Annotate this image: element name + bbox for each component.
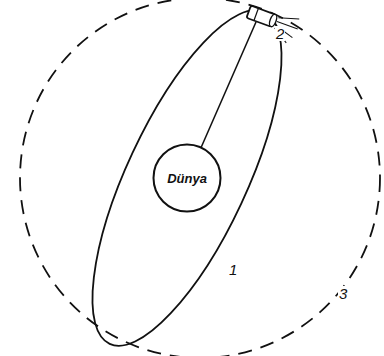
- earth-circle: Dünya: [152, 143, 222, 213]
- callout-number: 2: [275, 26, 285, 41]
- node-text: Dünya: [167, 171, 207, 186]
- radius-line: [200, 22, 256, 150]
- elliptic-orbit: [55, 0, 318, 356]
- spacecraft: [243, 2, 301, 45]
- callout-number: 3: [338, 286, 348, 301]
- callout-number: 1: [228, 262, 238, 277]
- circular-orbit: [20, 0, 380, 356]
